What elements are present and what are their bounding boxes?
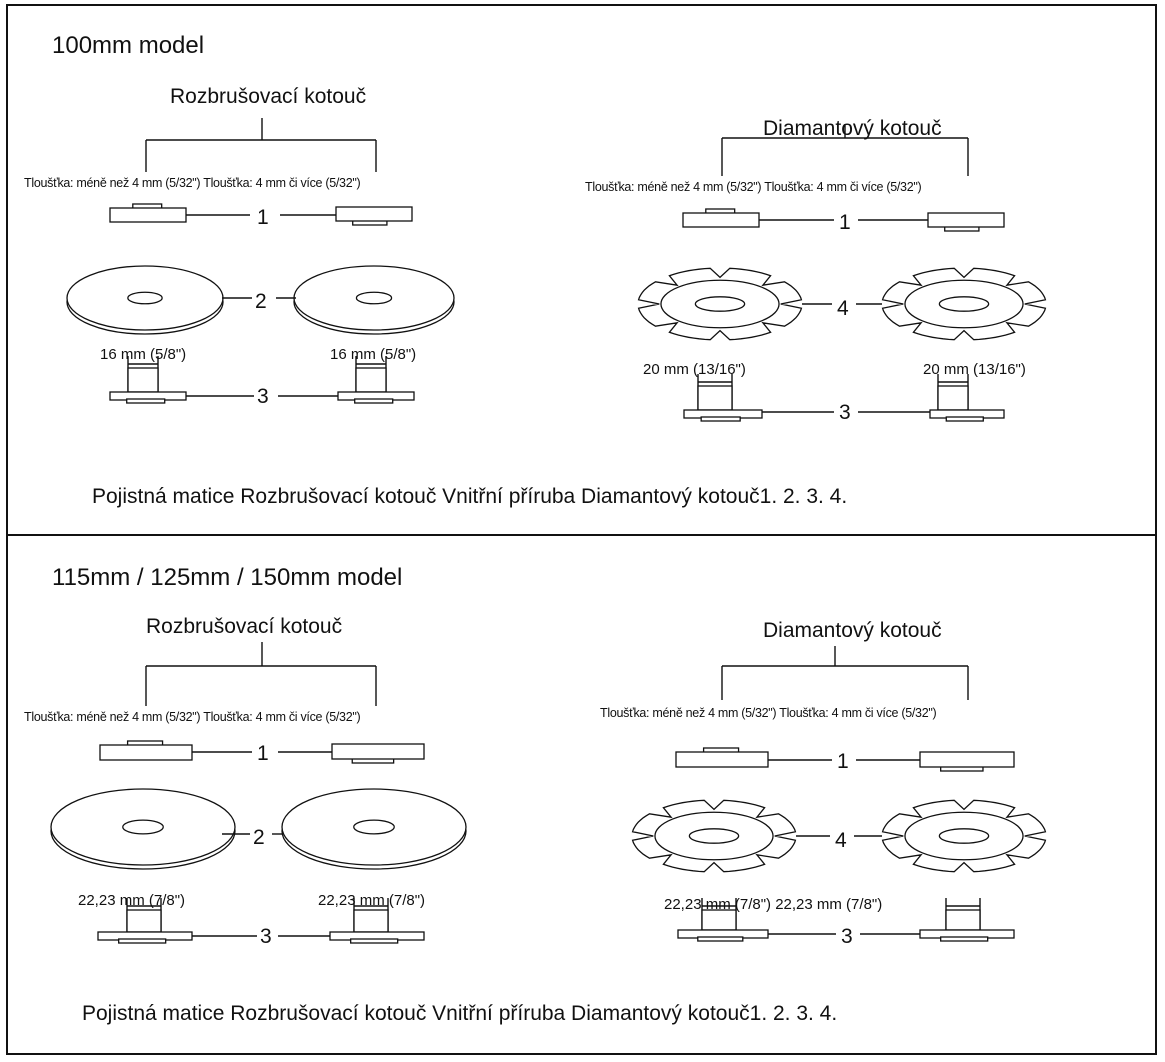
part-number-3: 3 bbox=[254, 386, 272, 407]
legend-caption: Pojistná matice Rozbrušovací kotouč Vnit… bbox=[92, 485, 848, 508]
part-number-2: 2 bbox=[252, 291, 270, 312]
inner-flange-boss bbox=[353, 909, 389, 933]
inner-flange-boss bbox=[126, 909, 162, 933]
part-number-3: 3 bbox=[257, 926, 275, 947]
inner-flange-boss bbox=[697, 385, 733, 411]
wheel-bore bbox=[938, 828, 990, 844]
wheel-bore bbox=[694, 296, 746, 312]
wheel-bore bbox=[122, 819, 164, 835]
inner-flange-hub bbox=[700, 416, 741, 422]
part-number-2: 2 bbox=[250, 827, 268, 848]
thickness-label: Tloušťka: méně než 4 mm (5/32") Tloušťka… bbox=[24, 176, 361, 190]
part-number-1: 1 bbox=[254, 743, 272, 764]
bore-size-label: 16 mm (5/8") bbox=[330, 346, 417, 363]
bore-size-label: 22,23 mm (7/8") bbox=[78, 892, 186, 909]
wheel-bore bbox=[353, 819, 395, 835]
part-number-1: 1 bbox=[836, 212, 854, 233]
thickness-label: Tloušťka: méně než 4 mm (5/32") Tloušťka… bbox=[585, 180, 922, 194]
lock-nut bbox=[682, 212, 760, 228]
lock-nut bbox=[335, 206, 413, 222]
section-title-115-150mm: 115mm / 125mm / 150mm model bbox=[52, 564, 403, 591]
part-number-1: 1 bbox=[834, 751, 852, 772]
section-divider bbox=[6, 534, 1157, 536]
group-label-diamond-wheel: Diamantový kotouč bbox=[763, 619, 942, 642]
wheel-bore bbox=[355, 291, 393, 305]
inner-flange-boss bbox=[127, 367, 159, 393]
lock-nut bbox=[927, 212, 1005, 228]
group-label-diamond-wheel: Diamantový kotouč bbox=[763, 117, 942, 140]
lock-nut bbox=[675, 751, 769, 768]
lock-nut bbox=[919, 751, 1015, 768]
inner-flange-boss bbox=[355, 367, 387, 393]
inner-flange-hub bbox=[354, 398, 394, 404]
lock-nut bbox=[99, 744, 193, 761]
bore-size-label: 20 mm (13/16") bbox=[643, 361, 746, 378]
wheel-bore bbox=[688, 828, 740, 844]
inner-flange-hub bbox=[118, 938, 167, 944]
part-number-3: 3 bbox=[838, 926, 856, 947]
wheel-bore bbox=[938, 296, 990, 312]
bore-size-label: 20 mm (13/16") bbox=[923, 361, 1026, 378]
group-label-cutting-wheel: Rozbrušovací kotouč bbox=[146, 615, 343, 638]
part-number-4: 4 bbox=[832, 830, 850, 851]
inner-flange-boss bbox=[945, 909, 981, 931]
part-number-4: 4 bbox=[834, 298, 852, 319]
section-title-100mm: 100mm model bbox=[52, 32, 205, 59]
thickness-label: Tloušťka: méně než 4 mm (5/32") Tloušťka… bbox=[600, 706, 937, 720]
wheel-bore bbox=[127, 291, 163, 305]
legend-caption: Pojistná matice Rozbrušovací kotouč Vnit… bbox=[82, 1002, 838, 1025]
inner-flange-hub bbox=[945, 416, 984, 422]
inner-flange-hub bbox=[940, 936, 989, 942]
inner-flange-boss bbox=[937, 385, 969, 411]
part-number-3: 3 bbox=[836, 402, 854, 423]
lock-nut bbox=[331, 743, 425, 760]
group-label-cutting-wheel: Rozbrušovací kotouč bbox=[170, 85, 367, 108]
bore-size-label: 16 mm (5/8") bbox=[100, 346, 187, 363]
inner-flange-hub bbox=[697, 936, 744, 942]
part-number-1: 1 bbox=[254, 207, 272, 228]
thickness-label: Tloušťka: méně než 4 mm (5/32") Tloušťka… bbox=[24, 710, 361, 724]
inner-flange-hub bbox=[126, 398, 166, 404]
diagram-frame bbox=[6, 4, 1157, 1055]
inner-flange-hub bbox=[350, 938, 399, 944]
bore-size-label: 22,23 mm (7/8") bbox=[318, 892, 426, 909]
bore-size-label: 22,23 mm (7/8") 22,23 mm (7/8") bbox=[664, 896, 883, 913]
lock-nut bbox=[109, 207, 187, 223]
inner-flange-boss bbox=[701, 909, 737, 931]
